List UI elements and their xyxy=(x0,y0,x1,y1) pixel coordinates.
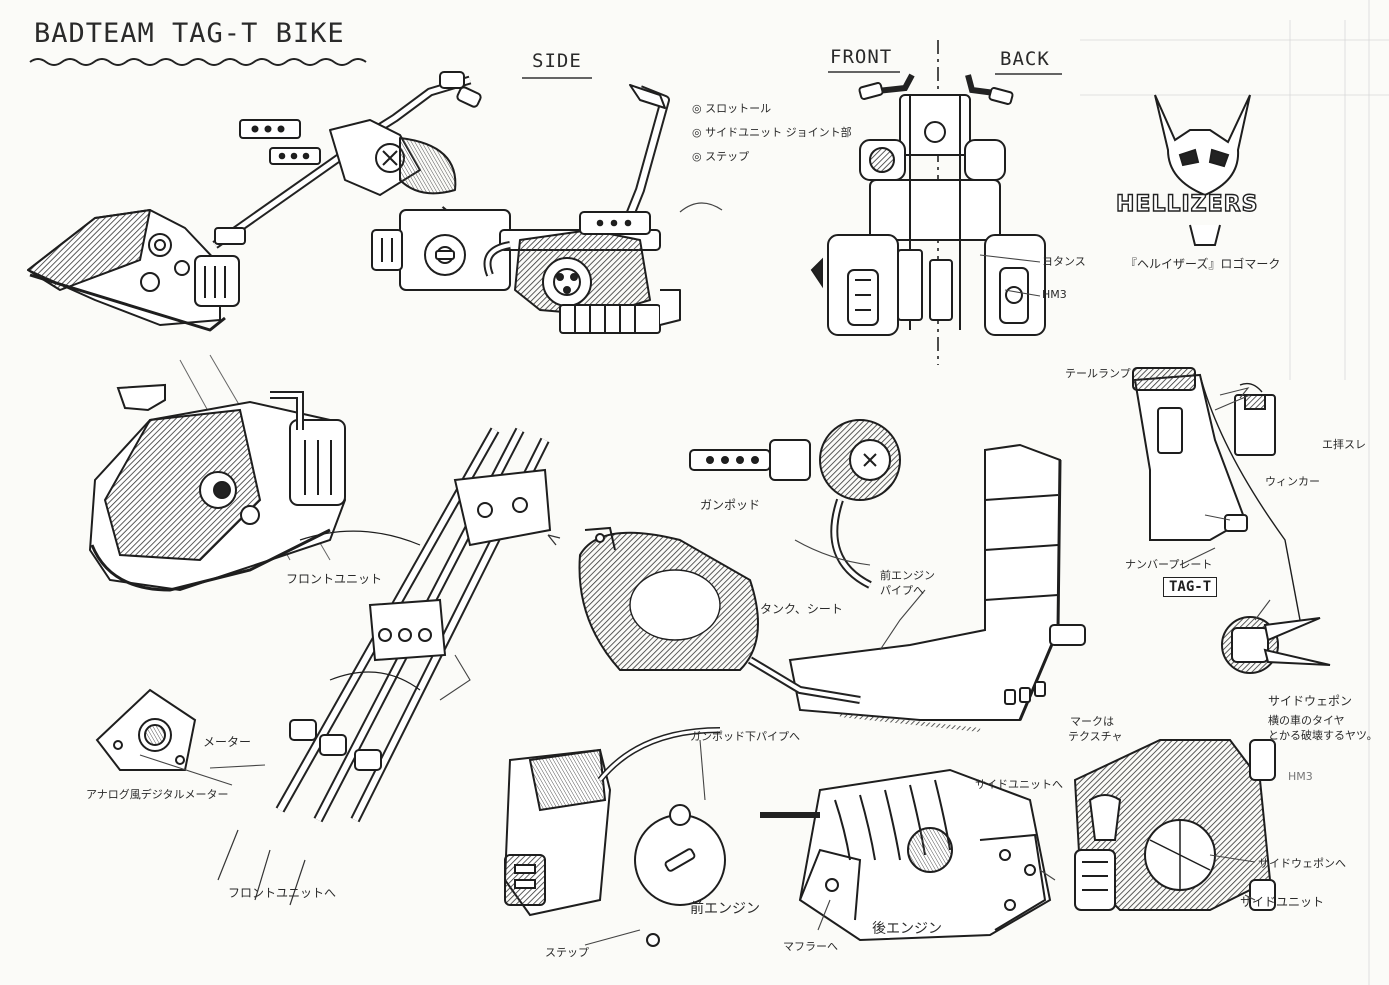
label-mark-note2: テクスチャ xyxy=(1068,730,1123,743)
label-gun-pod: ガンポッド xyxy=(700,498,761,512)
front-back-note-b: HM3 xyxy=(1042,288,1067,301)
label-rear-engine: 後エンジン xyxy=(872,921,942,937)
label-meter: メーター xyxy=(203,735,252,749)
label-to-front-unit: フロントユニットへ xyxy=(228,886,337,900)
tail-detail xyxy=(1132,367,1301,621)
title-underline xyxy=(29,58,367,66)
label-number-plate: ナンバープレート xyxy=(1125,558,1213,571)
side-note-throttle: ◎ スロットール xyxy=(692,102,772,115)
leader-lines xyxy=(139,254,1271,946)
label-step: ステップ xyxy=(545,946,589,959)
label-tank-seat: タンク、シート xyxy=(760,602,843,616)
front-unit-detail xyxy=(88,354,347,592)
front-back-note-a: ヨタンス xyxy=(1042,255,1086,268)
back-view-label: BACK xyxy=(1000,48,1050,70)
side-weapon-detail xyxy=(1221,616,1331,674)
gun-pod-detail xyxy=(689,419,901,589)
label-side-weapon-note1: 横の車のタイヤ xyxy=(1268,714,1345,727)
label-under-pipe: ガンポッド下パイプへ xyxy=(690,730,800,743)
front-view-label: FRONT xyxy=(830,46,893,68)
meter-detail xyxy=(95,688,197,771)
front-back-view xyxy=(810,73,1046,336)
label-gun-pod-pipe: 前エンジン パイプへ xyxy=(880,569,935,597)
rear-engine-detail xyxy=(760,768,1052,942)
label-tail-lamp: テールランプ xyxy=(1065,367,1131,380)
label-side-weapon: サイドウェポン xyxy=(1268,694,1353,708)
label-engrave: エ拝スレ xyxy=(1322,438,1366,451)
label-front-engine: 前エンジン xyxy=(690,901,760,917)
tank-seat-detail xyxy=(578,443,1086,732)
hellizers-logo-text: HELLIZERS xyxy=(1115,191,1259,217)
side-note-joint: ◎ サイドユニット ジョイント部 xyxy=(692,126,852,139)
side-note-step: ◎ ステップ xyxy=(692,150,750,163)
front-engine-detail xyxy=(503,727,726,947)
label-winker: ウィンカー xyxy=(1265,475,1320,488)
side-view-bike xyxy=(27,71,681,334)
fork-pipes xyxy=(275,427,552,823)
side-view-label: SIDE xyxy=(532,50,582,72)
label-to-muffler: マフラーへ xyxy=(783,940,838,953)
label-front-unit: フロントユニット xyxy=(286,572,383,586)
label-side-unit: サイドユニット xyxy=(1240,895,1325,909)
side-unit-detail xyxy=(1073,739,1276,911)
logo-caption: 『ヘルイザーズ』ロゴマーク xyxy=(1125,257,1281,271)
number-plate-text: TAG-T xyxy=(1163,577,1218,597)
label-side-weapon-note2: とかる破壊するヤツ。 xyxy=(1268,729,1378,742)
label-to-side-weapon: サイドウェポンへ xyxy=(1258,857,1346,870)
label-mark-note1: マークは xyxy=(1070,715,1114,728)
label-hm3: HM3 xyxy=(1288,770,1313,783)
label-to-side-unit: サイドユニットへ xyxy=(975,778,1063,791)
skull-logo xyxy=(1154,94,1251,246)
guide-grid xyxy=(1080,0,1389,985)
sheet-title: BADTEAM TAG-T BIKE xyxy=(34,18,345,49)
label-meter-note: アナログ風デジタルメーター xyxy=(86,788,229,801)
side-arrow xyxy=(679,202,723,213)
